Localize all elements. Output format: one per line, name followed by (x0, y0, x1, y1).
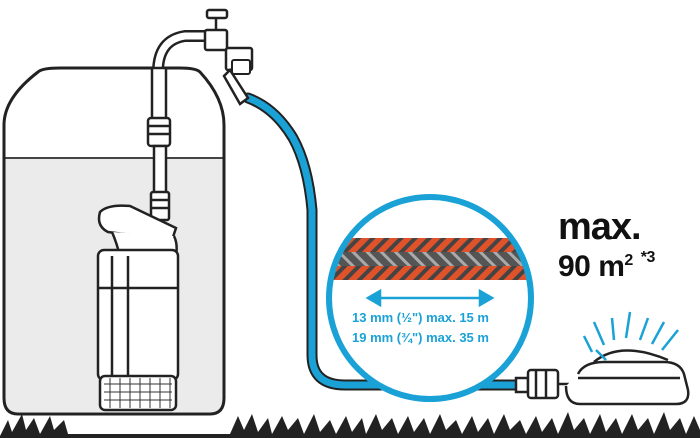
water-tank (2, 66, 226, 416)
hose-spec-line-1: 13 mm (½") max. 15 m (352, 310, 489, 325)
coverage-unit-exponent: 2 (624, 252, 633, 269)
pump-hose (146, 66, 172, 222)
grass (0, 412, 700, 438)
garden-hose-fill (244, 94, 524, 389)
spray-rays (582, 311, 679, 361)
coverage-footnote: *3 (640, 249, 656, 266)
hose-layer-mesh (329, 252, 531, 266)
coverage-value: 90 m2 *3 (558, 249, 656, 284)
hose-spec-line-2: 19 mm (¾") max. 35 m (352, 330, 489, 345)
hose-connector-tap (231, 59, 251, 75)
length-arrow-icon (365, 288, 495, 308)
sprinkler (514, 349, 690, 406)
coverage-number: 90 m (558, 250, 625, 283)
pump-filter-grid (104, 378, 172, 408)
coverage-label: max. (558, 206, 642, 248)
hose-layer-inner (329, 266, 531, 280)
hose-layer-outer (329, 238, 531, 252)
